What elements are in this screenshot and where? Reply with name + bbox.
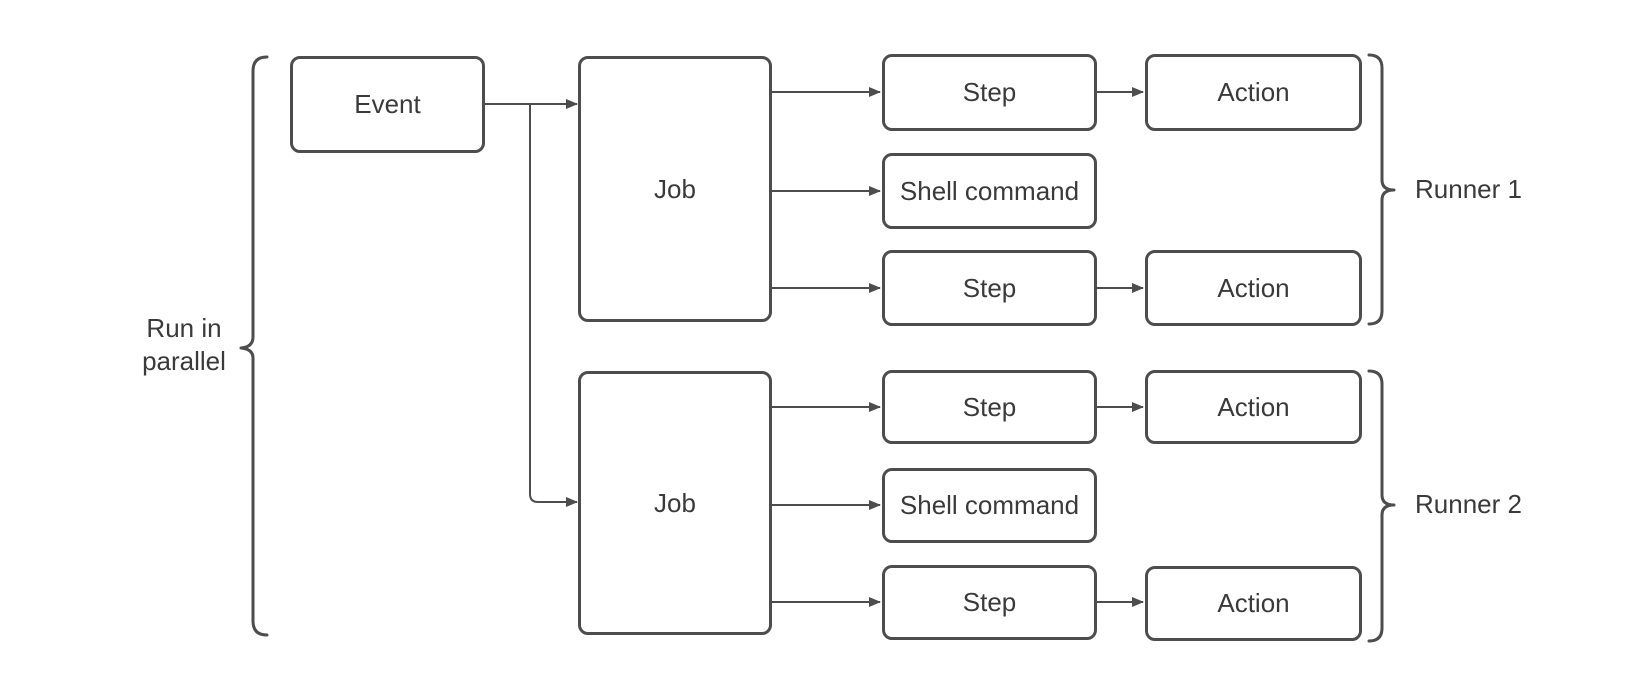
run-in-parallel-label: Run in parallel bbox=[114, 312, 254, 378]
node-step-1: Step bbox=[882, 54, 1097, 131]
node-step-4: Step bbox=[882, 565, 1097, 640]
run-in-parallel-label-line2: parallel bbox=[142, 346, 226, 376]
runner1-label: Runner 1 bbox=[1415, 174, 1522, 204]
node-action-3-label: Action bbox=[1217, 391, 1290, 422]
node-step-1-label: Step bbox=[962, 77, 1017, 107]
node-action-2-label: Action bbox=[1217, 272, 1290, 303]
node-shell-command-1-label: Shell command bbox=[899, 175, 1080, 206]
node-action-3: Action bbox=[1145, 370, 1362, 444]
run-in-parallel-brace bbox=[239, 55, 269, 637]
run-in-parallel-label-line1: Run in bbox=[146, 313, 222, 343]
node-job-1-label: Job bbox=[654, 173, 696, 204]
node-step-2-label: Step bbox=[962, 272, 1017, 303]
runner2-brace bbox=[1367, 369, 1396, 643]
node-shell-command-1: Shell command bbox=[882, 153, 1097, 229]
node-event-label: Event bbox=[354, 89, 421, 119]
node-action-1-label: Action bbox=[1217, 77, 1290, 107]
node-job-1: Job bbox=[578, 56, 772, 322]
runner2-label: Runner 2 bbox=[1415, 489, 1522, 519]
node-action-2: Action bbox=[1145, 250, 1362, 326]
node-step-4-label: Step bbox=[962, 587, 1017, 617]
node-action-1: Action bbox=[1145, 54, 1362, 131]
runner1-brace bbox=[1367, 53, 1396, 326]
node-job-2-label: Job bbox=[654, 487, 696, 518]
node-action-4-label: Action bbox=[1217, 588, 1290, 618]
node-event: Event bbox=[290, 56, 485, 153]
node-action-4: Action bbox=[1145, 566, 1362, 641]
node-shell-command-2-label: Shell command bbox=[899, 490, 1080, 520]
node-step-2: Step bbox=[882, 250, 1097, 326]
node-step-3: Step bbox=[882, 370, 1097, 444]
node-shell-command-2: Shell command bbox=[882, 468, 1097, 543]
node-step-3-label: Step bbox=[962, 391, 1017, 422]
arrow-event-to-job2 bbox=[529, 104, 578, 507]
node-job-2: Job bbox=[578, 371, 772, 635]
